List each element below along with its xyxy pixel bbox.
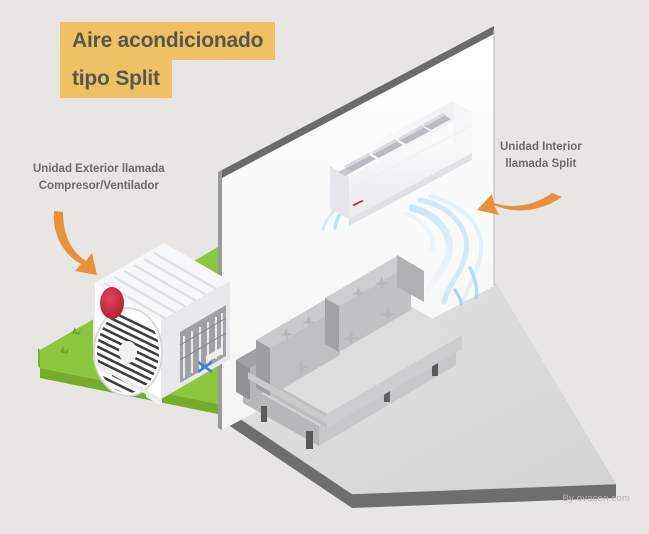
sofa-legs bbox=[261, 360, 438, 449]
arrow-to-indoor-unit bbox=[477, 193, 562, 215]
page-title-line-2: tipo Split bbox=[60, 60, 172, 98]
indoor-split-unit bbox=[330, 101, 473, 226]
label-indoor-line-2: llamada Split bbox=[505, 157, 577, 170]
indoor-unit-led bbox=[352, 200, 364, 206]
label-indoor-line-1: Unidad Interior bbox=[500, 141, 582, 153]
label-indoor-unit: Unidad Interior llamada Split bbox=[500, 139, 582, 172]
indoor-unit-vents bbox=[338, 113, 451, 176]
outdoor-unit-logo bbox=[100, 287, 124, 319]
living-room-sofa bbox=[236, 255, 462, 449]
page-title-line-1: Aire acondicionado bbox=[60, 22, 276, 60]
label-outdoor-unit: Unidad Exterior llamada Compresor/Ventil… bbox=[33, 161, 165, 194]
outdoor-unit-mark bbox=[197, 360, 213, 374]
label-outdoor-line-1: Unidad Exterior llamada bbox=[33, 163, 165, 175]
sofa-tufting-marks bbox=[280, 276, 397, 375]
label-outdoor-line-2: Compresor/Ventilador bbox=[38, 179, 159, 192]
page-title: Aire acondicionado tipo Split bbox=[60, 22, 276, 98]
credit-text: By ovacen.com bbox=[562, 493, 630, 504]
arrow-to-outdoor-unit bbox=[53, 211, 97, 275]
